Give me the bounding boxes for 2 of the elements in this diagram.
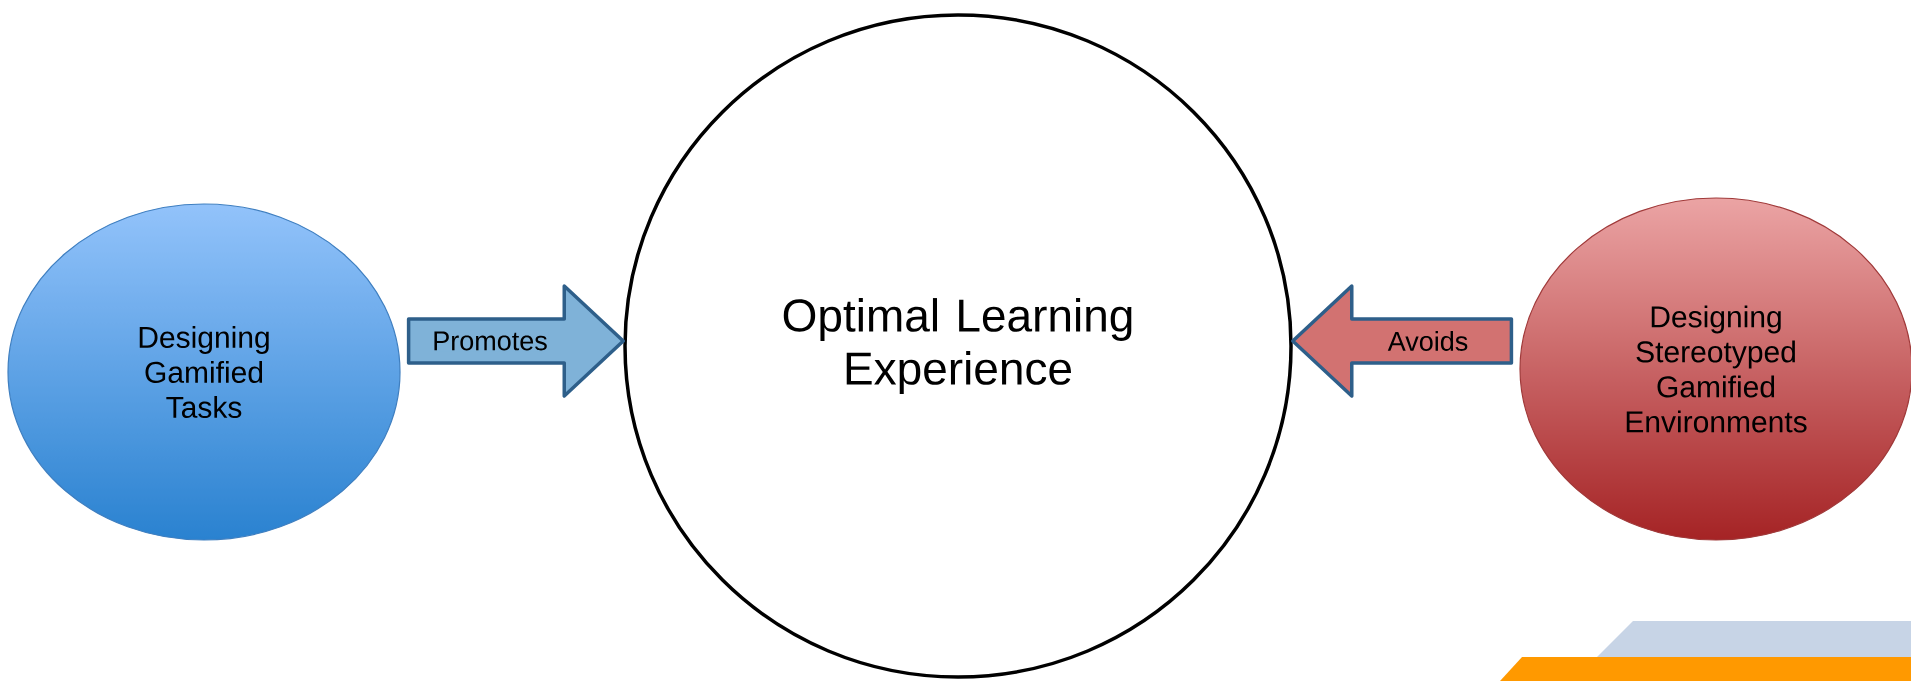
edge-label: Promotes	[431, 330, 549, 352]
edge-label: Avoids	[1386, 330, 1470, 352]
